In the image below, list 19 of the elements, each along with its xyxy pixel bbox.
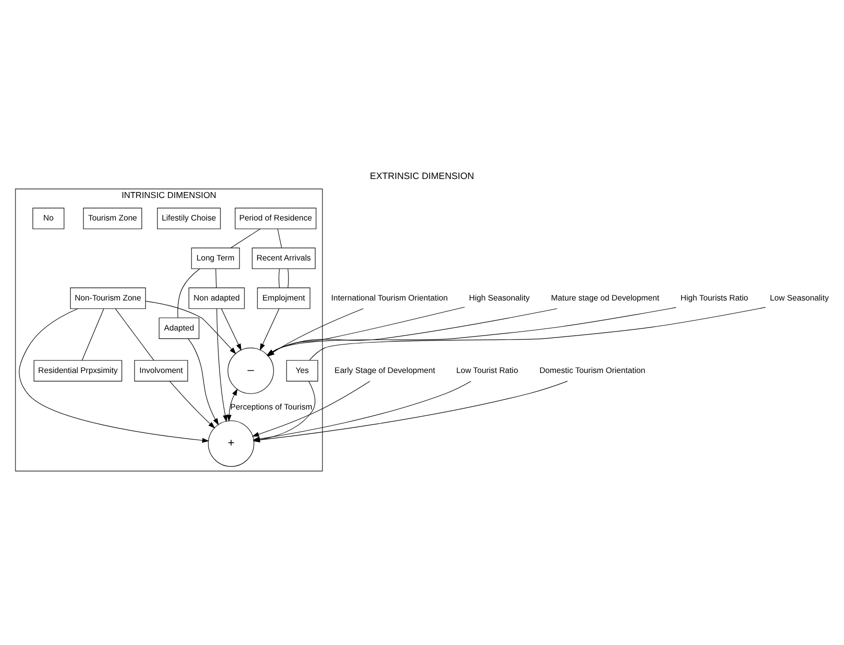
connector [82,308,104,361]
connector [230,228,261,248]
arrow [169,381,216,428]
arrow [18,308,210,443]
connector [309,307,766,361]
arrow [252,380,370,437]
connector [178,268,200,318]
connector [278,268,280,288]
arrow [188,338,219,426]
connector [288,268,289,288]
arrow [216,308,228,422]
connector [115,308,154,361]
arrow [221,308,242,351]
arrow [226,388,238,422]
connector [216,268,217,288]
diagram-title: EXTRINSIC DIMENSION [370,171,474,182]
arrow [260,308,280,351]
connector [277,228,282,248]
arrow [145,300,236,354]
